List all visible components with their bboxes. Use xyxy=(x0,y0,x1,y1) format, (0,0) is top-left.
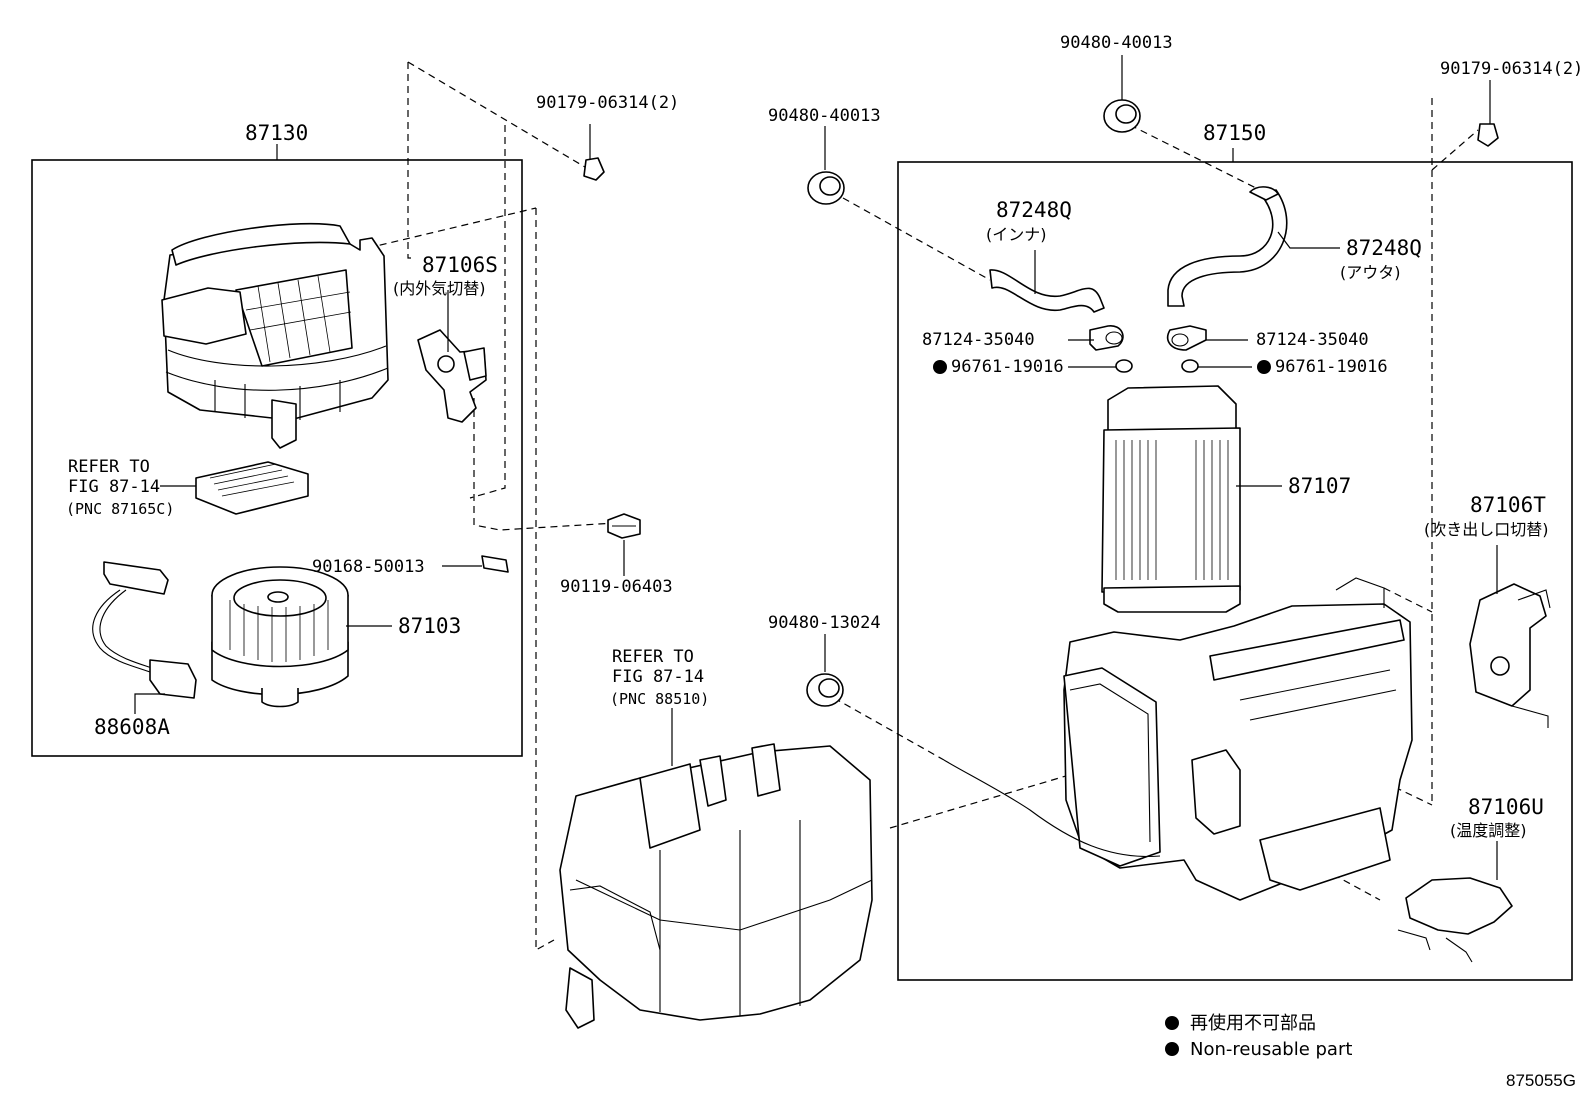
non-reusable-mark-right xyxy=(1257,360,1271,374)
clamps-orings-illustration xyxy=(1089,325,1207,373)
label-hose-outer-jp: (アウタ) xyxy=(1340,263,1401,282)
label-wire-harness: 88608A xyxy=(94,715,170,739)
diagram-id: 875055G xyxy=(1506,1071,1576,1090)
label-screw-left: 90179-06314(2) xyxy=(536,93,679,113)
label-clamp-right: 87124-35040 xyxy=(1256,330,1369,350)
blower-motor-illustration xyxy=(211,566,349,708)
servo-87106u-illustration xyxy=(1397,877,1513,963)
heater-unit-illustration xyxy=(943,577,1413,901)
resistor-module-illustration xyxy=(195,461,309,515)
non-reusable-mark-left xyxy=(933,360,947,374)
servo-87106s-illustration xyxy=(417,329,487,423)
solid-leaders xyxy=(134,55,1498,880)
label-ref2-l3: (PNC 88510) xyxy=(610,690,709,708)
assembly-frame-87150 xyxy=(897,161,1573,981)
label-ref1-l2: FIG 87-14 xyxy=(68,477,160,497)
cooling-unit-illustration xyxy=(559,743,873,1029)
label-bolt-b: 90119-06403 xyxy=(560,577,673,597)
legend-dot-en xyxy=(1165,1042,1179,1056)
label-screw-right: 90179-06314(2) xyxy=(1440,59,1583,79)
legend-text-jp: 再使用不可部品 xyxy=(1190,1013,1316,1034)
label-87130: 87130 xyxy=(245,121,308,145)
grommets-illustration xyxy=(806,99,1141,707)
label-servo-s-jp: (内外気切替) xyxy=(393,279,486,298)
label-grommet-a: 90480-40013 xyxy=(768,106,881,126)
label-hose-outer: 87248Q xyxy=(1346,236,1422,260)
label-grommet-b: 90480-40013 xyxy=(1060,33,1173,53)
wire-harness-illustration xyxy=(92,561,197,699)
label-ref1-l1: REFER TO xyxy=(68,457,150,477)
label-ref2-l1: REFER TO xyxy=(612,647,694,667)
label-servo-s: 87106S xyxy=(422,253,498,277)
label-blower-motor: 87103 xyxy=(398,614,461,638)
label-hose-inner-jp: (インナ) xyxy=(986,225,1047,244)
blower-case-illustration xyxy=(161,222,389,449)
label-87150: 87150 xyxy=(1203,121,1266,145)
label-ref2-l2: FIG 87-14 xyxy=(612,667,704,687)
label-servo-u-jp: (温度調整) xyxy=(1450,821,1527,840)
label-oring-left: 96761-19016 xyxy=(951,357,1064,377)
label-servo-t-jp: (吹き出し口切替) xyxy=(1424,520,1549,539)
label-bolt-a: 90168-50013 xyxy=(312,557,425,577)
hoses-illustration xyxy=(989,186,1288,313)
heater-core-illustration xyxy=(1101,385,1241,613)
label-servo-t: 87106T xyxy=(1470,493,1546,517)
legend-text-en: Non-reusable part xyxy=(1190,1039,1352,1060)
label-hose-inner: 87248Q xyxy=(996,198,1072,222)
label-servo-u: 87106U xyxy=(1468,795,1544,819)
label-grommet-c: 90480-13024 xyxy=(768,613,881,633)
fasteners-illustration xyxy=(481,123,1499,573)
label-clamp-left: 87124-35040 xyxy=(922,330,1035,350)
label-oring-right: 96761-19016 xyxy=(1275,357,1388,377)
label-ref1-l3: (PNC 87165C) xyxy=(66,500,174,518)
label-heater-core: 87107 xyxy=(1288,474,1351,498)
servo-87106t-illustration xyxy=(1469,583,1551,728)
legend-dot-jp xyxy=(1165,1016,1179,1030)
